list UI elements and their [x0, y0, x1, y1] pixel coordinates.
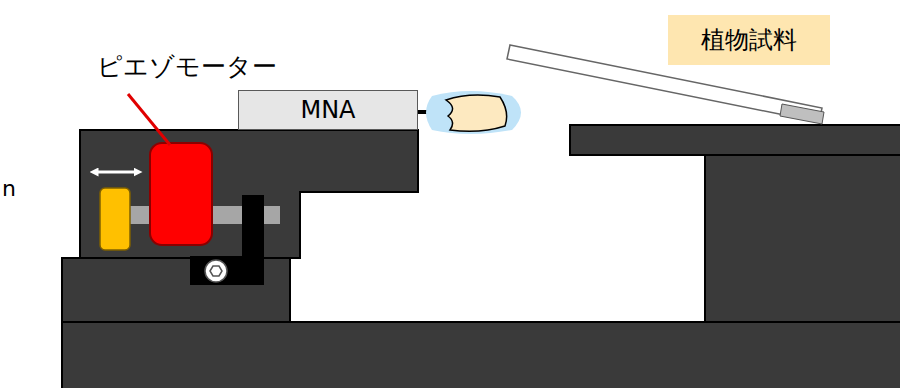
part-label: ピエゾモーター: [97, 50, 277, 83]
motion-arrow: [94, 171, 138, 174]
node-text: MNA: [300, 96, 355, 124]
bolt-head: [205, 260, 227, 282]
liquid-droplet: [426, 91, 521, 134]
base-plate: [62, 322, 900, 388]
bracket-foot: [190, 256, 264, 285]
node-text: 植物試料: [701, 24, 797, 56]
table-top: [570, 125, 900, 155]
plant-tissue: [446, 95, 507, 131]
piezo-motor: [150, 143, 212, 245]
slide-tab: [780, 104, 824, 124]
table-leg: [705, 155, 900, 322]
leader-line: [128, 94, 170, 145]
cut-text: n: [2, 176, 16, 201]
moving-block: [100, 188, 130, 250]
sample-label-box: 植物試料: [668, 15, 830, 65]
hex-nut: [210, 266, 222, 276]
mna-box: MNA: [238, 90, 418, 130]
